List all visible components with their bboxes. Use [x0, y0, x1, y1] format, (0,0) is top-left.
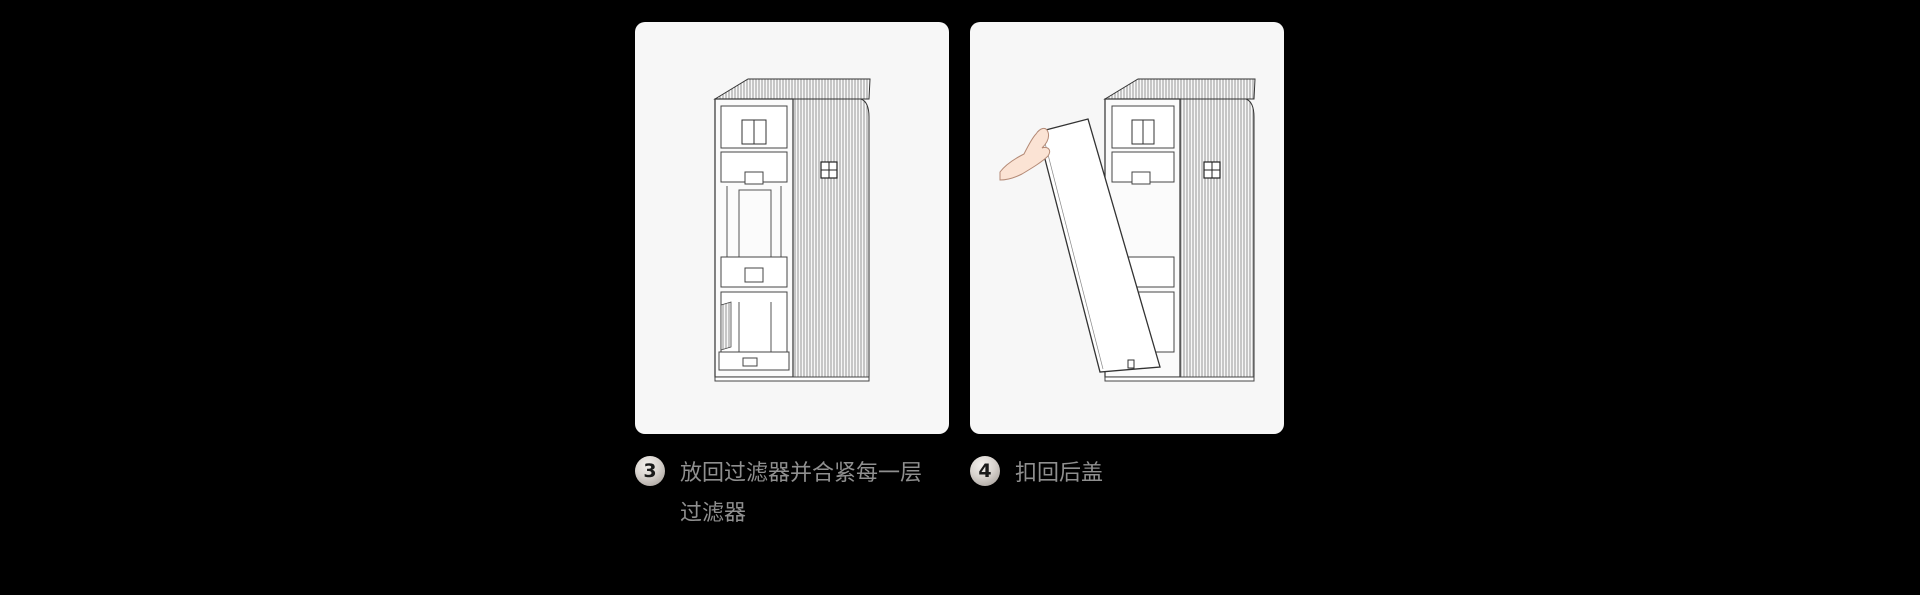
step-3-caption: 3 放回过滤器并合紧每一层过滤器 — [635, 454, 935, 534]
step-4-illustration-card — [970, 22, 1284, 434]
step-3-illustration-card — [635, 22, 949, 434]
step-instruction-text: 扣回后盖 — [1015, 461, 1104, 486]
step-4-caption: 4 扣回后盖 — [970, 454, 1270, 494]
purifier-open-illustration — [713, 78, 871, 382]
step-number-badge: 3 — [635, 456, 665, 486]
purifier-closing-illustration — [999, 78, 1256, 382]
step-instruction-text: 放回过滤器并合紧每一层过滤器 — [680, 461, 923, 526]
step-number-badge: 4 — [970, 456, 1000, 486]
